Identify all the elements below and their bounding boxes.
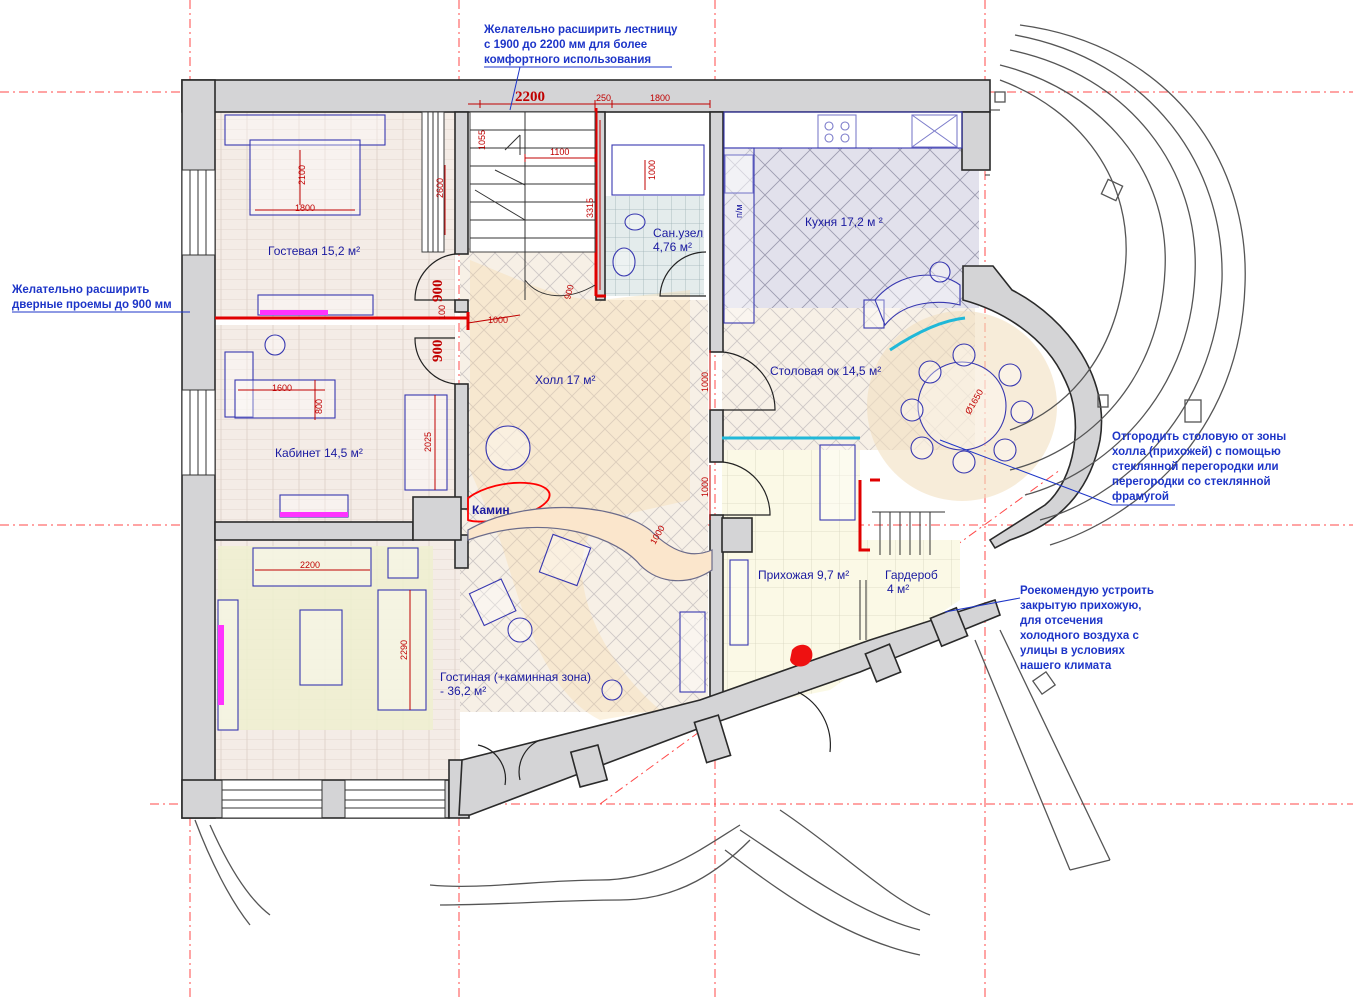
fireplace-label: Камин bbox=[472, 503, 510, 517]
annotations: Желательно расширить лестницу с 1900 до … bbox=[11, 24, 1286, 672]
note-dining-line-5: фрамугой bbox=[1112, 491, 1169, 503]
room-entry-label: Прихожая 9,7 м² bbox=[758, 568, 849, 582]
note-doors-line-2: дверные проемы до 900 мм bbox=[12, 299, 172, 311]
note-dining-line-3: стеклянной перегородки или bbox=[1112, 461, 1279, 473]
dim-2025: 2025 bbox=[423, 432, 433, 452]
stairs bbox=[421, 111, 596, 300]
note-entry-line-4: холодного воздуха с bbox=[1020, 630, 1139, 642]
dim-1000-right-a: 1000 bbox=[700, 372, 710, 392]
note-dining-line-1: Отгородить столовую от зоны bbox=[1112, 431, 1286, 443]
fireplace-zone bbox=[467, 507, 713, 582]
dim-1000-right-b: 1000 bbox=[700, 477, 710, 497]
room-living-label-2: - 36,2 м² bbox=[440, 684, 486, 698]
dim-100: 100 bbox=[437, 305, 447, 320]
dim-1000-bath: 1000 bbox=[647, 160, 657, 180]
dim-1055: 1055 bbox=[477, 130, 487, 150]
dim-1600: 1600 bbox=[272, 383, 292, 393]
dim-stair-width: 2200 bbox=[515, 89, 545, 105]
windows bbox=[181, 109, 1000, 819]
room-labels: Гостевая 15,2 м² Кабинет 14,5 м² Гостина… bbox=[268, 204, 938, 698]
note-entry-line-2: закрытую прихожую, bbox=[1020, 600, 1141, 612]
exterior-steps bbox=[194, 24, 1246, 956]
dim-1100: 1100 bbox=[550, 147, 569, 157]
dim-2290: 2290 bbox=[399, 640, 409, 660]
dim-1000-hall: 1000 bbox=[488, 315, 508, 325]
glass-partitions bbox=[722, 316, 966, 440]
room-wardrobe-label-2: 4 м² bbox=[887, 582, 909, 596]
pm-label: п/м bbox=[734, 204, 744, 218]
note-stairs-line-2: с 1900 до 2200 мм для более bbox=[484, 39, 647, 51]
room-dining-label: Столовая ок 14,5 м² bbox=[770, 364, 881, 378]
dim-3315: 3315 bbox=[585, 198, 595, 218]
dim-door-900-b: 900 bbox=[430, 340, 446, 363]
room-bath-label-1: Сан.узел bbox=[653, 226, 703, 240]
note-dining-line-4: перегородки со стеклянной bbox=[1112, 476, 1271, 488]
note-doors-line-1: Желательно расширить bbox=[11, 284, 149, 296]
note-dining-line-2: холла (прихожей) с помощью bbox=[1112, 446, 1281, 458]
dim-2100: 2100 bbox=[297, 165, 307, 185]
room-bath-label-2: 4,76 м² bbox=[653, 240, 692, 254]
dim-1800-bed: 1800 bbox=[295, 203, 315, 213]
furniture bbox=[217, 111, 1034, 731]
dim-800: 800 bbox=[314, 399, 324, 414]
room-wardrobe-label-1: Гардероб bbox=[885, 568, 938, 582]
proposed-walls bbox=[215, 108, 880, 552]
room-living-label-1: Гостиная (+каминная зона) bbox=[440, 670, 591, 684]
dimension-lines bbox=[238, 100, 711, 710]
dim-2200-sofa: 2200 bbox=[300, 560, 320, 570]
note-entry-line-1: Роекомендую устроить bbox=[1020, 585, 1154, 597]
room-guest-label: Гостевая 15,2 м² bbox=[268, 244, 360, 258]
note-entry-line-5: улицы в условиях bbox=[1020, 645, 1126, 657]
room-hall-label: Холл 17 м² bbox=[535, 373, 596, 387]
note-stairs-line-3: комфортного использования bbox=[484, 54, 651, 66]
note-entry-line-3: для отсечения bbox=[1020, 615, 1103, 627]
dim-2600: 2600 bbox=[435, 178, 445, 198]
note-entry-line-6: нашего климата bbox=[1020, 660, 1112, 672]
doors bbox=[414, 251, 831, 786]
dim-1800-top: 1800 bbox=[650, 93, 670, 103]
dim-250: 250 bbox=[596, 93, 611, 103]
dim-door-900-a: 900 bbox=[430, 280, 446, 303]
dim-900-arc: 900 bbox=[562, 283, 576, 300]
room-cabinet-label: Кабинет 14,5 м² bbox=[275, 446, 363, 460]
room-kitchen-label: Кухня 17,2 м ² bbox=[805, 215, 883, 229]
note-stairs-line-1: Желательно расширить лестницу bbox=[483, 24, 678, 36]
